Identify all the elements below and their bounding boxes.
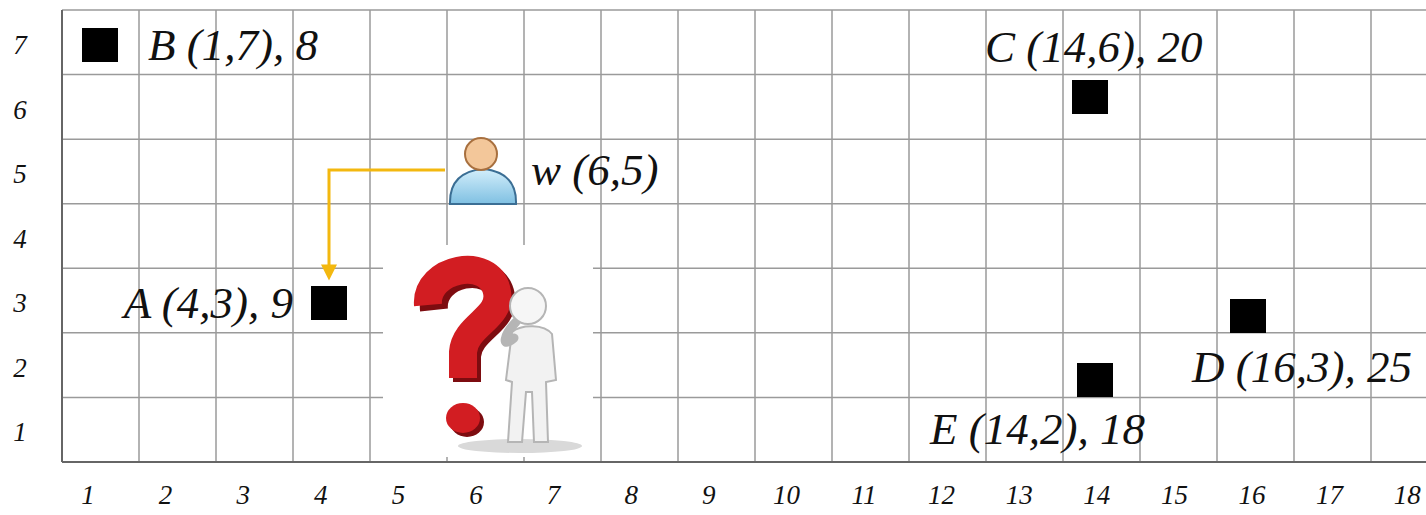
- point-label: D (16,3), 25: [1192, 345, 1412, 390]
- thinking-figure-head: [510, 288, 546, 324]
- question-mark: [428, 270, 498, 378]
- axis-number: 7: [13, 32, 27, 59]
- point-label: E (14,2), 18: [930, 407, 1145, 452]
- x-axis: [62, 461, 1426, 463]
- grid-line: [292, 10, 294, 462]
- point-node: D (16,3), 25: [1192, 299, 1412, 390]
- point-marker: [82, 28, 118, 62]
- point-node: w (6,5): [445, 134, 659, 206]
- point-marker: [311, 286, 347, 320]
- illustration-ground: [383, 245, 593, 457]
- grid-line: [62, 203, 1426, 205]
- axis-number: 5: [13, 161, 27, 188]
- axis-number: 11: [852, 482, 877, 509]
- axis-number: 14: [1083, 482, 1110, 509]
- axis-number: 3: [13, 290, 27, 317]
- y-axis: [61, 10, 63, 462]
- grid-line: [1216, 10, 1218, 462]
- question-dot: [446, 403, 480, 433]
- axis-number: 8: [624, 482, 638, 509]
- person-head: [465, 138, 497, 170]
- axis-number: 6: [13, 96, 27, 123]
- grid-line: [62, 268, 1426, 270]
- grid-line: [215, 10, 217, 462]
- axis-number: 5: [392, 482, 406, 509]
- axis-number: 2: [13, 354, 27, 381]
- point-node: E (14,2), 18: [930, 363, 1145, 452]
- point-node: C (14,6), 20: [985, 25, 1203, 114]
- axis-number: 17: [1316, 482, 1343, 509]
- person-shoulders: [450, 169, 516, 204]
- point-marker: [1230, 299, 1266, 333]
- thinking-figure-arm: [505, 322, 516, 342]
- axis-number: 4: [13, 225, 27, 252]
- axis-number: 7: [547, 482, 561, 509]
- point-marker: [1077, 363, 1113, 397]
- grid-line: [62, 9, 1426, 11]
- axis-number: 13: [1006, 482, 1033, 509]
- grid-line: [1062, 10, 1064, 462]
- axis-number: 6: [469, 482, 483, 509]
- axis-number: 1: [81, 482, 95, 509]
- axis-number: 9: [702, 482, 716, 509]
- grid-line: [1293, 10, 1295, 462]
- axis-number: 2: [159, 482, 173, 509]
- grid-line: [677, 10, 679, 462]
- grid-line: [985, 10, 987, 462]
- axis-number: 12: [928, 482, 955, 509]
- axis-number: 16: [1239, 482, 1266, 509]
- arrow-connector: [321, 170, 445, 281]
- point-label: A (4,3), 9: [124, 281, 293, 326]
- point-node: B (1,7), 8: [82, 23, 318, 68]
- grid-line: [600, 10, 602, 462]
- point-label: B (1,7), 8: [148, 23, 318, 68]
- connector-line: [329, 170, 445, 267]
- point-node: A (4,3), 9: [124, 281, 347, 326]
- axis-number: 1: [13, 419, 27, 446]
- arrow-head: [321, 265, 337, 281]
- grid-line: [138, 10, 140, 462]
- person-icon: [445, 134, 521, 206]
- grid-line: [369, 10, 371, 462]
- axis-number: 18: [1394, 482, 1421, 509]
- grid-line: [62, 138, 1426, 140]
- grid-line: [831, 10, 833, 462]
- axis-number: 3: [236, 482, 250, 509]
- grid-line: [1139, 10, 1141, 462]
- grid-line: [1370, 10, 1372, 462]
- grid-line: [908, 10, 910, 462]
- point-label: w (6,5): [531, 148, 659, 193]
- grid-line: [754, 10, 756, 462]
- point-label: C (14,6), 20: [985, 25, 1203, 70]
- axis-number: 4: [314, 482, 328, 509]
- grid-line: [62, 332, 1426, 334]
- axis-number: 10: [773, 482, 800, 509]
- grid-line: [62, 397, 1426, 399]
- point-marker: [1072, 80, 1108, 114]
- grid-line: [62, 74, 1426, 76]
- axis-number: 15: [1161, 482, 1188, 509]
